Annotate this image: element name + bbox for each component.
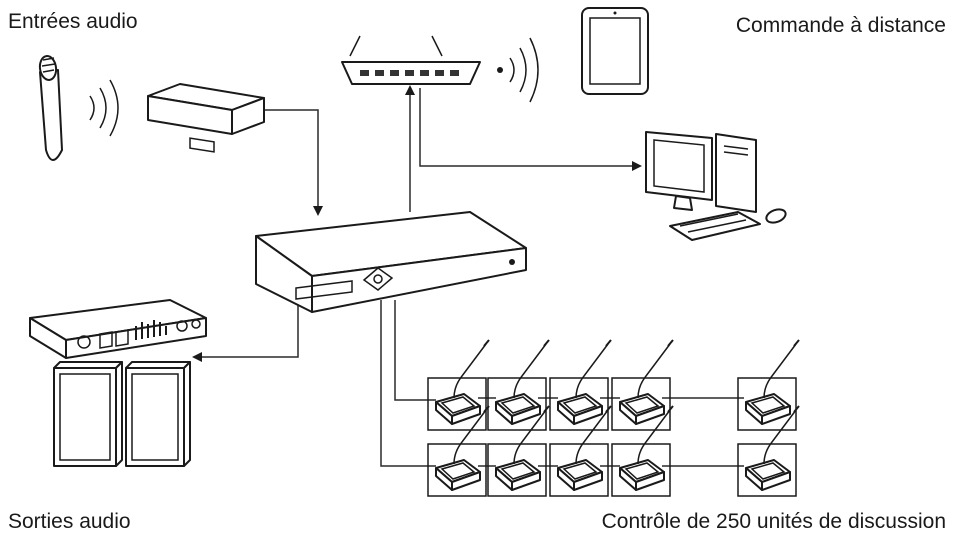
audio-outputs-label: Sorties audio: [8, 510, 131, 533]
discussion-unit-row-2: [427, 405, 800, 497]
discussion-unit-icon: [495, 339, 550, 425]
connection-lines: [192, 85, 744, 467]
speaker-icon: [125, 361, 191, 467]
discussion-unit-icon: [557, 339, 612, 425]
audio-interface-icon: [29, 299, 207, 359]
speaker-icon: [53, 361, 123, 467]
discussion-unit-icon: [745, 339, 800, 425]
tablet-icon: [581, 7, 649, 95]
wireless-receiver-icon: [147, 83, 265, 153]
router-icon: [341, 35, 481, 85]
central-control-unit-icon: [255, 211, 527, 313]
wireless-microphone-icon: [38, 55, 63, 161]
audio-inputs-label: Entrées audio: [8, 10, 138, 33]
desktop-computer-icon: [645, 131, 787, 241]
remote-control-label: Commande à distance: [735, 14, 946, 37]
discussion-unit-icon: [435, 339, 490, 425]
discussion-unit-row-1: [427, 339, 800, 431]
wireless-signal-icon: [89, 79, 119, 137]
discussion-units-label: Contrôle de 250 unités de discussion: [601, 510, 946, 533]
discussion-unit-icon: [619, 339, 674, 425]
wifi-signal-icon: [497, 37, 539, 103]
